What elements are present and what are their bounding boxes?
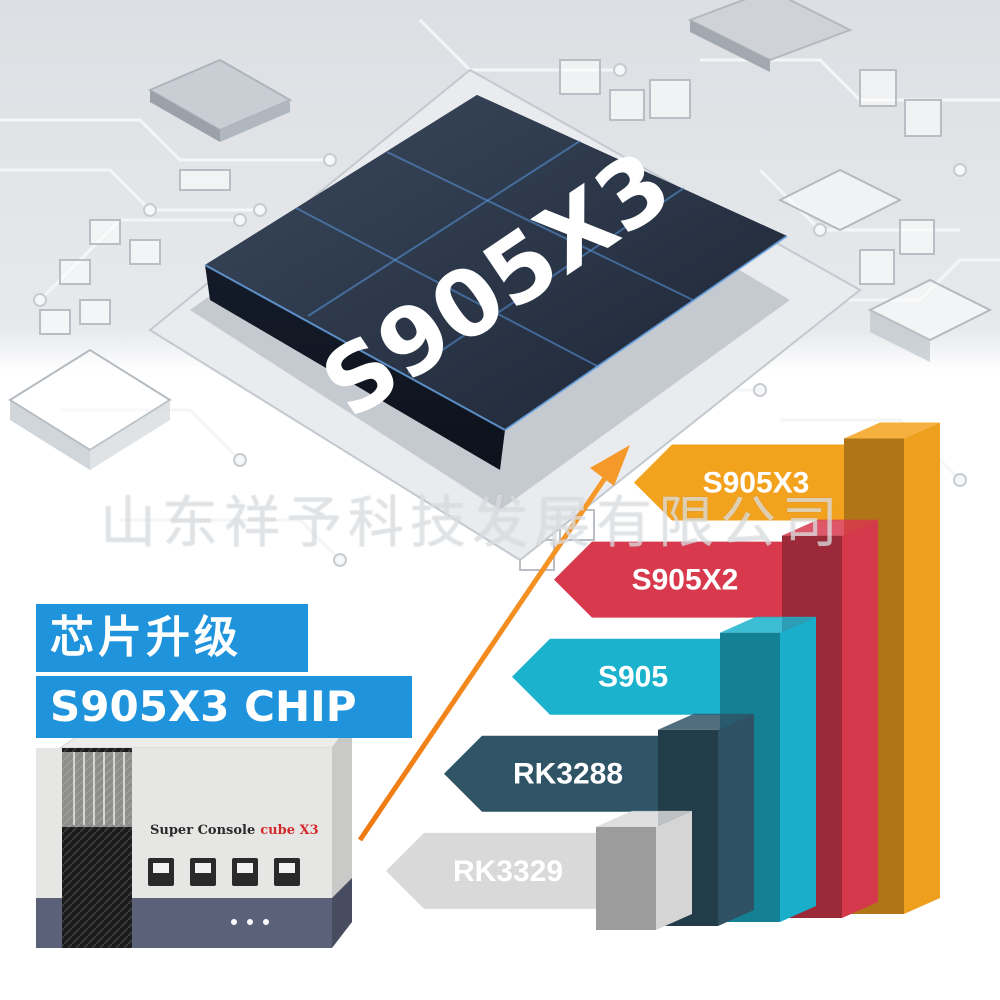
bar-side	[656, 810, 692, 930]
status-leds	[231, 919, 269, 925]
bar-side	[718, 713, 754, 926]
bar-side	[780, 616, 816, 922]
bar-label-arrow	[512, 638, 724, 715]
console-side	[332, 720, 352, 930]
bar-top	[596, 810, 692, 827]
bar-top	[844, 422, 940, 439]
bar-label: RK3329	[453, 855, 563, 888]
bar-top	[720, 616, 816, 633]
glass-module-left	[8, 348, 172, 470]
circuit-pads	[33, 63, 967, 567]
bar-top	[782, 519, 878, 536]
bar-front	[596, 826, 656, 930]
console-brand-label: Super Console cube X3	[150, 823, 319, 838]
console-brand-model: cube X3	[260, 823, 318, 838]
upgrade-title-en: S905X3 CHIP	[36, 676, 412, 738]
microchip-top-left	[147, 58, 293, 142]
chip-grid-lines	[295, 140, 694, 374]
bar-label-arrow	[554, 541, 786, 618]
upgrade-title-cn: 芯片升级	[36, 604, 308, 672]
bar-label-arrow	[634, 444, 848, 521]
chip-module: S905X3	[148, 68, 862, 562]
bar-label-arrow	[386, 832, 600, 909]
chip-top	[205, 95, 787, 430]
bar-label: RK3288	[513, 758, 623, 791]
bar-label: S905	[598, 661, 668, 694]
company-watermark: 山东祥予科技发展有限公司	[100, 491, 844, 556]
bar-top	[658, 713, 754, 730]
upgrade-arrow	[357, 445, 630, 842]
bar-label: S905X2	[632, 564, 739, 597]
usb-ports	[148, 858, 300, 886]
bar-label-arrow	[444, 735, 662, 812]
bar-label: S905X3	[703, 466, 810, 499]
chip-edge-glow	[204, 235, 788, 431]
bar-side	[904, 422, 940, 914]
glass-module-right	[777, 168, 993, 362]
console-brand-prefix: Super Console	[150, 823, 255, 838]
microchip-top-right	[687, 0, 853, 72]
bar-side	[842, 519, 878, 918]
product-console-box: Super Console cube X3	[36, 719, 353, 948]
glass-capacitors	[39, 59, 942, 571]
